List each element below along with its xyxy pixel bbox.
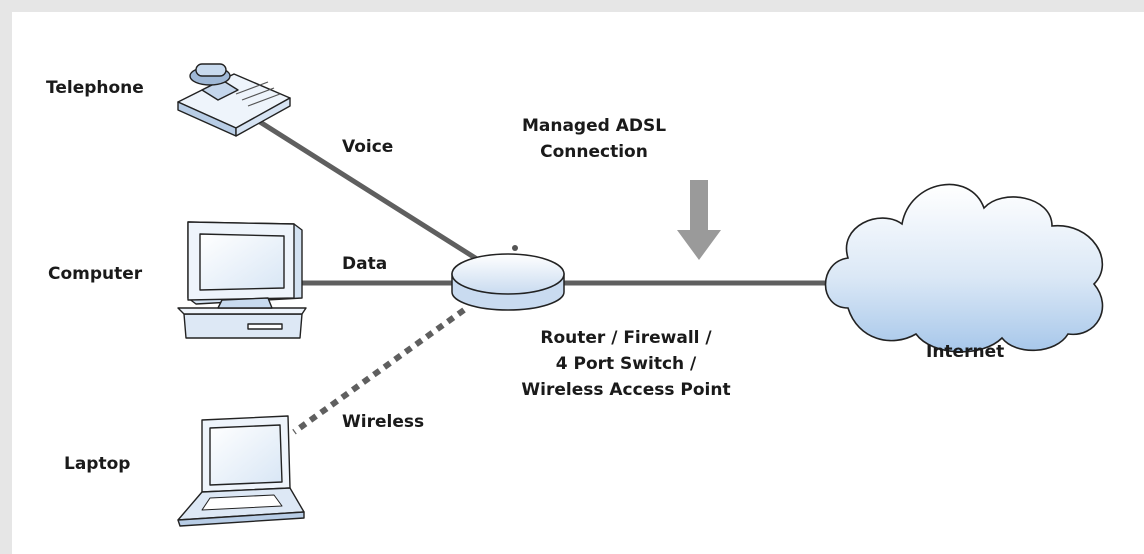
diagram-svg — [177, 63, 1104, 527]
data-label: Data — [342, 254, 388, 274]
router-label-line1: Router / Firewall / — [540, 328, 712, 348]
telephone-icon — [177, 63, 291, 137]
network-diagram: Telephone Computer Laptop Internet Voice… — [12, 12, 1144, 554]
voice-label: Voice — [342, 137, 394, 157]
computer-icon — [177, 221, 307, 339]
router-label-line2: 4 Port Switch / — [555, 354, 697, 374]
laptop-icon — [177, 415, 305, 527]
internet-label: Internet — [926, 342, 1005, 362]
adsl-label-line1: Managed ADSL — [521, 116, 667, 136]
router-label-line3: Wireless Access Point — [521, 380, 731, 400]
down-arrow-icon — [677, 180, 721, 260]
wireless-link — [292, 307, 466, 435]
voice-link — [257, 119, 491, 269]
computer-label: Computer — [48, 264, 143, 284]
telephone-label: Telephone — [46, 78, 144, 98]
router-icon — [451, 245, 565, 311]
internet-cloud-icon — [824, 183, 1104, 353]
wireless-label: Wireless — [342, 412, 425, 432]
adsl-label-line2: Connection — [540, 142, 648, 162]
laptop-label: Laptop — [64, 454, 131, 474]
